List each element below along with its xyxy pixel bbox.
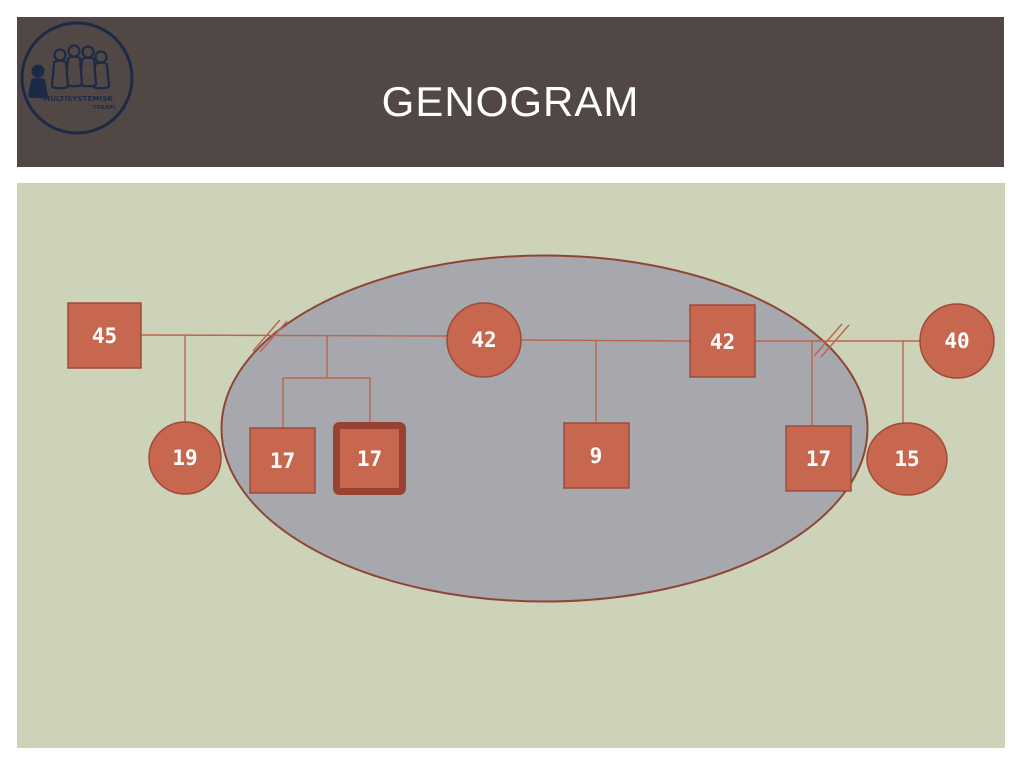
male-member: 17 <box>785 425 852 492</box>
index-member: 17 <box>333 422 406 495</box>
member-age: 19 <box>172 446 197 470</box>
marriage-line <box>520 339 691 342</box>
member-age: 45 <box>92 324 117 348</box>
member-age: 17 <box>270 449 295 473</box>
person-figure-icon <box>50 48 70 90</box>
member-age: 9 <box>590 444 603 468</box>
male-member-shape <box>689 304 756 378</box>
divorce-mark <box>259 320 288 353</box>
person-figures-icon <box>50 44 111 90</box>
logo: MULTISYSTEMISK TERAPI <box>20 21 134 135</box>
person-figure-icon <box>91 50 111 90</box>
connections <box>140 319 920 428</box>
female-member-shape <box>446 302 522 378</box>
divorce-mark <box>820 324 850 358</box>
male-member: 45 <box>67 302 142 369</box>
slide-title: GENOGRAM <box>381 78 640 125</box>
male-member-shape <box>67 302 142 369</box>
logo-text-line2: TERAPI <box>93 105 115 111</box>
male-member: 42 <box>689 304 756 378</box>
person-figure-icon <box>78 45 98 88</box>
divorce-mark <box>252 319 281 352</box>
male-member: 9 <box>563 422 630 489</box>
female-member: 19 <box>148 421 222 495</box>
household-circle <box>220 254 869 603</box>
member-age: 40 <box>944 329 969 353</box>
logo-text-line1: MULTISYSTEMISK <box>43 94 113 103</box>
divorce-mark <box>813 323 843 357</box>
member-age: 15 <box>894 447 919 471</box>
female-member-shape <box>148 421 222 495</box>
logo-ring <box>20 21 134 135</box>
member-age: 42 <box>471 328 496 352</box>
female-member-shape <box>919 303 995 379</box>
member-age: 17 <box>806 447 831 471</box>
person-figure-solid-icon <box>28 64 48 99</box>
female-member: 15 <box>866 422 948 496</box>
member-age: 42 <box>710 330 735 354</box>
marriage-line <box>140 334 448 337</box>
male-member-shape <box>249 427 316 494</box>
male-member-shape <box>785 425 852 492</box>
member-age: 17 <box>357 447 382 471</box>
female-member: 42 <box>446 302 522 378</box>
title-bar: MULTISYSTEMISK TERAPI GENOGRAM <box>17 17 1004 167</box>
male-member: 17 <box>249 427 316 494</box>
index-member-shape <box>333 422 406 495</box>
female-member-shape <box>866 422 948 496</box>
female-member: 40 <box>919 303 995 379</box>
male-member-shape <box>563 422 630 489</box>
